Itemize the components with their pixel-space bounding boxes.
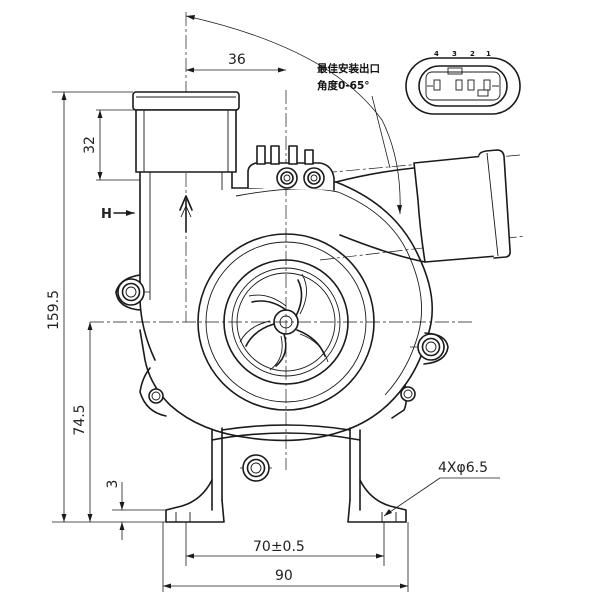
dim-32-label: 32	[82, 136, 98, 154]
pin-label-2: 2	[470, 50, 475, 58]
install-angle-note: 最佳安装出口 角度0-65°	[317, 62, 380, 92]
connector-detail: 4 3 2 1	[405, 50, 521, 115]
direction-mark: H	[101, 207, 135, 222]
pin-label-1: 1	[486, 50, 491, 58]
direction-letter: H	[101, 207, 112, 222]
hole-lower-left	[148, 388, 164, 404]
dim-36-label: 36	[228, 52, 246, 68]
dim-159-label: 159.5	[46, 290, 62, 330]
hole-right	[417, 333, 445, 361]
hole-top-left	[276, 167, 298, 189]
mounting-bracket	[165, 424, 407, 523]
impeller-assembly	[197, 233, 375, 411]
mounting-holes	[117, 167, 445, 482]
pin-label-3: 3	[452, 50, 457, 58]
dimension-lines	[52, 15, 500, 592]
hole-lower-right	[400, 386, 416, 402]
holes-label: 4Xφ6.5	[438, 460, 488, 476]
hole-top-right	[303, 167, 325, 189]
note-line-2: 角度0-65°	[317, 79, 370, 92]
hole-bottom	[242, 454, 270, 482]
note-line-1: 最佳安装出口	[317, 62, 380, 75]
dim-74-label: 74.5	[72, 404, 88, 435]
dim-90-label: 90	[275, 568, 293, 584]
impeller-blades	[239, 273, 329, 371]
hole-left	[117, 278, 145, 306]
discharge-pipe	[335, 149, 511, 263]
pin-label-4: 4	[434, 50, 439, 58]
inlet-pipe	[132, 91, 240, 361]
dim-3-label: 3	[105, 480, 121, 489]
dim-70-label: 70±0.5	[253, 539, 305, 555]
dimension-labels: 36 32 159.5 74.5 3 70±0.5 90 4Xφ6.5	[46, 52, 488, 584]
